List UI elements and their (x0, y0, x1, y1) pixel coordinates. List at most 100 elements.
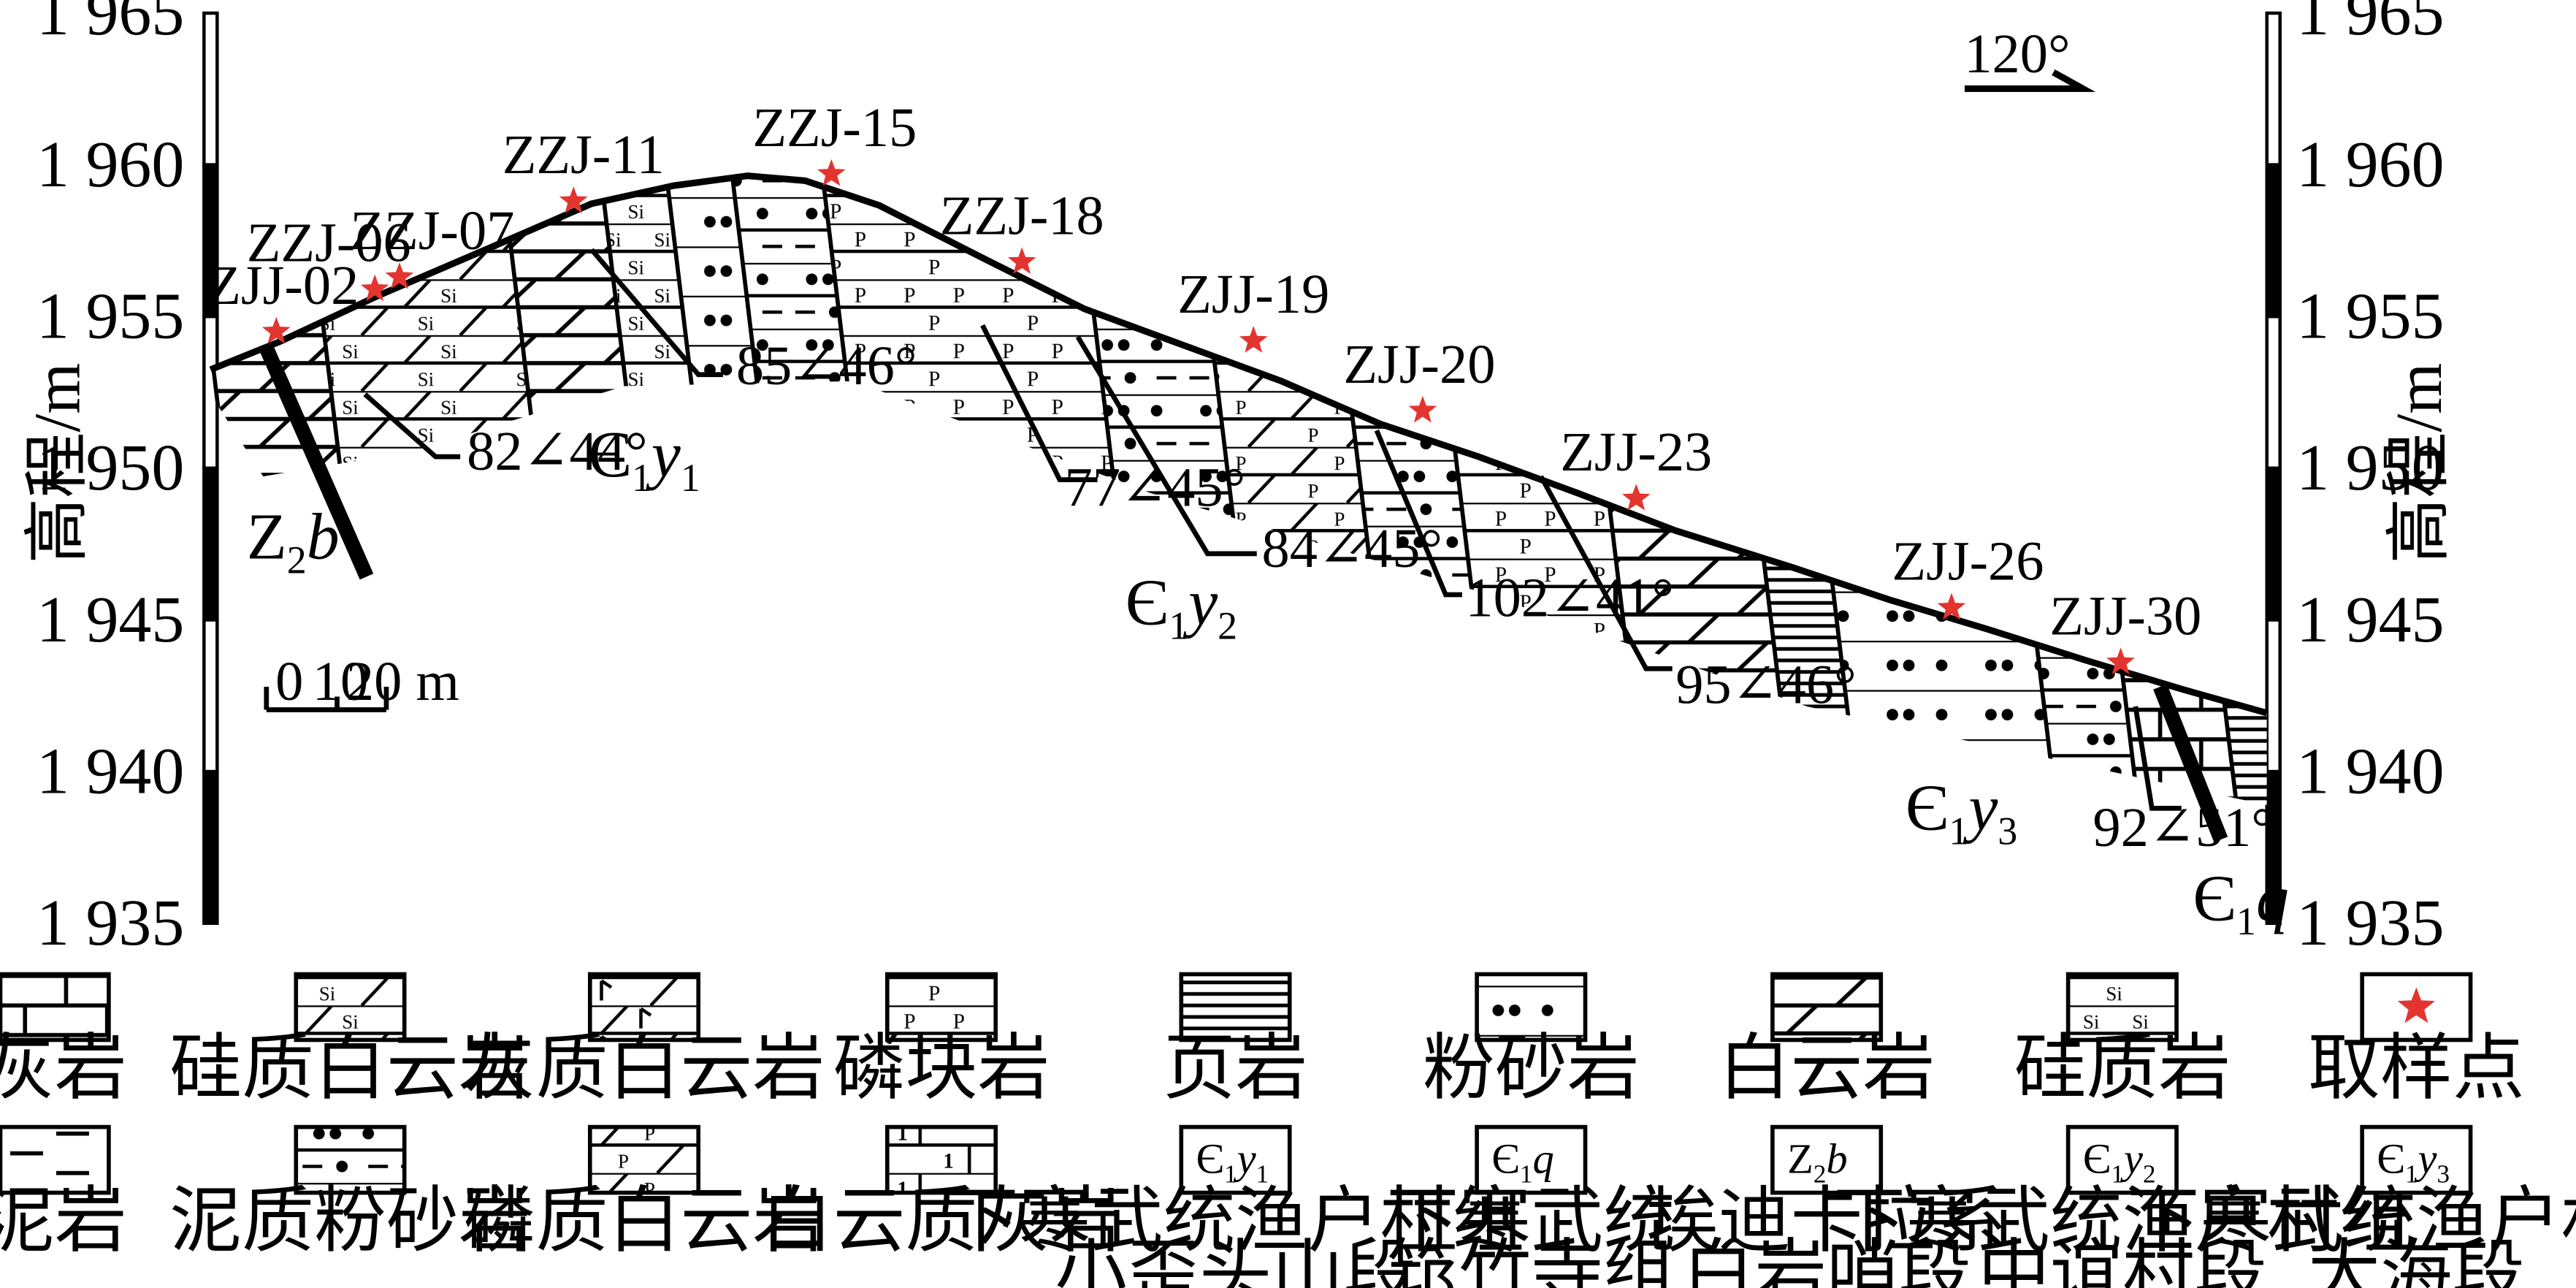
legend-label: 硅质白云岩 (169, 1029, 531, 1108)
elevation-tick-left: 1 965 (37, 0, 184, 49)
elevation-tick-left: 1 940 (37, 735, 184, 807)
scale-segment-right (2265, 163, 2282, 319)
legend-unit-symbol: Є1q (1491, 1135, 1553, 1189)
sample-point-marker (817, 159, 846, 186)
attitude-label: 95∠46° (1675, 653, 1857, 715)
legend-swatch (294, 1124, 407, 1195)
legend-swatch (2360, 1124, 2473, 1195)
sample-point-marker (2106, 647, 2135, 675)
attitude-labels: 85∠46°82∠44°77∠45°84∠45°102∠41°95∠46°92∠… (467, 335, 2274, 858)
sample-point-marker (1937, 592, 1966, 620)
scale-segment-left (202, 618, 219, 774)
attitude-leaders (363, 248, 2182, 811)
legend-swatch (1770, 972, 1884, 1043)
ylabel-right: 高程/m (2383, 363, 2455, 564)
sample-point-marker (1621, 484, 1651, 511)
sample-point-label: ZJJ-19 (1177, 263, 1329, 325)
stratigraphic-unit-label: Є1q (2193, 862, 2289, 943)
stratigraphic-unit-label: Є1y3 (1906, 772, 2017, 853)
ylabel-left: 高程/m (21, 363, 93, 564)
legend-label: 下寒武统渔户村组 (2128, 1182, 2576, 1262)
elevation-tick-right: 1 950 (2296, 432, 2444, 504)
legend-swatch (1179, 972, 1292, 1043)
scale-segment-right (2265, 769, 2282, 926)
stratigraphic-unit-label: Є1y1 (589, 419, 700, 500)
legend-label-line2: 小歪头山段 (1055, 1234, 1416, 1288)
legend-star-icon (2397, 987, 2436, 1024)
attitude-label: 84∠45° (1262, 517, 1443, 579)
legend-unit-symbol: Є1y3 (2377, 1135, 2450, 1189)
legend-item: 白云岩 (1719, 972, 1935, 1108)
sample-point-marker (1408, 395, 1437, 423)
legend-swatch (2065, 1124, 2179, 1195)
scale-segment-right (2265, 466, 2282, 622)
scale-tick-0: 0 (275, 650, 303, 712)
legend-swatch (294, 972, 407, 1043)
stratigraphic-unit-label: Z2b (247, 501, 340, 582)
legend-swatch (1475, 1124, 1588, 1195)
legend-label: 灰质白云岩 (464, 1029, 825, 1108)
sample-point-label: ZJJ-30 (2049, 584, 2201, 647)
attitude-label: 92∠51° (2092, 796, 2274, 858)
legend-label: 取样点 (2308, 1029, 2525, 1108)
legend-swatch (1179, 1124, 1292, 1195)
sample-point-label: ZZJ-15 (752, 96, 917, 159)
legend-label-line2: 大海段 (2308, 1234, 2525, 1288)
sample-point-label: ZJJ-26 (1892, 530, 2044, 592)
elevation-tick-right: 1 935 (2296, 887, 2444, 959)
scale-tick-20: 20 m (346, 650, 459, 712)
topographic-profile (209, 172, 2268, 717)
attitude-label: 77∠45° (1065, 457, 1246, 519)
elevation-tick-left: 1 955 (37, 280, 184, 352)
elevation-tick-right: 1 965 (2296, 0, 2444, 49)
sample-point-label: ZJJ-20 (1343, 333, 1495, 395)
elevation-axes: 1 965 1 960 1 955 1 950 1 945 1 940 1 935 1 965… (37, 0, 2445, 959)
sample-point-marker (1239, 326, 1268, 353)
scale-segment-left (202, 466, 219, 622)
legend-swatch (2065, 972, 2179, 1043)
sample-point-marker (559, 186, 588, 213)
legend-label-line2: 筇竹寺组 (1386, 1234, 1675, 1288)
sample-point-label: ZJJ-02 (207, 254, 359, 316)
elevation-tick-right: 1 940 (2296, 735, 2444, 807)
sample-point-marker (261, 316, 291, 344)
legend-item: 灰质白云岩 (464, 972, 825, 1108)
sample-point-marker (385, 262, 414, 289)
legend-label: 硅质岩 (2014, 1029, 2231, 1108)
legend-label: 磷质白云岩 (464, 1182, 825, 1262)
legend-item: 白云质灰岩 (761, 1124, 1123, 1262)
legend-label: 页岩 (1163, 1029, 1308, 1108)
legend-item: 磷块岩 (833, 972, 1050, 1108)
legend-item: 泥质粉砂岩 (169, 1124, 531, 1262)
scale-segment-left (202, 769, 219, 926)
elevation-tick-left: 1 935 (37, 887, 184, 959)
legend-item: 页岩 (1163, 972, 1308, 1108)
legend-item: 灰岩 (0, 972, 127, 1108)
legend-label: 下寒武统 (1386, 1182, 1675, 1262)
stratigraphic-unit-label: Є1y2 (1125, 567, 1237, 648)
legend-swatch (1475, 972, 1588, 1043)
elevation-tick-right: 1 945 (2296, 584, 2444, 656)
legend-label-line2: 中谊村段 (1978, 1234, 2267, 1288)
sample-point-label: ZZJ-11 (502, 123, 665, 186)
sample-point-label: ZZJ-07 (350, 199, 514, 262)
elevation-tick-left: 1 945 (37, 584, 184, 656)
legend-unit-symbol: Є1y2 (2083, 1135, 2156, 1189)
legend-label: 泥岩 (0, 1182, 127, 1262)
elevation-tick-left: 1 960 (37, 129, 184, 201)
legend-item: 粉砂岩 (1423, 972, 1640, 1108)
legend-label: 埃迪卡拉系 (1646, 1182, 2008, 1262)
attitude-label: 82∠44° (467, 420, 647, 482)
scale-segment-left (202, 11, 219, 167)
sample-point-marker (1007, 247, 1036, 274)
sample-point-label: ZZJ-18 (940, 184, 1104, 246)
legend-label: 白云质灰岩 (761, 1182, 1123, 1262)
legend-item: 取样点 (2308, 972, 2525, 1108)
legend-swatch (885, 1124, 998, 1195)
legend-item: 磷质白云岩 (464, 1124, 825, 1262)
